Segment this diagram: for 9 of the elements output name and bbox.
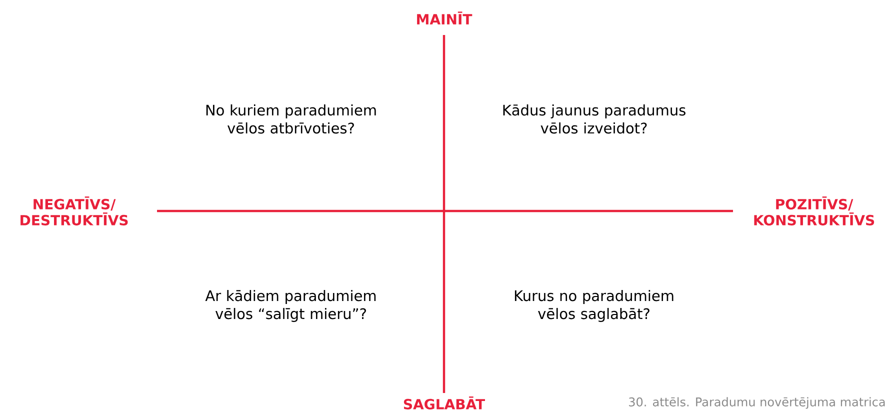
axis-label: NEGATĪVS/ DESTRUKTĪVS: [20, 196, 128, 226]
axis-label: MAINĪT: [417, 12, 472, 24]
quadrant-question: No kuriem paradumiem vēlos atbrīvoties?: [206, 104, 376, 134]
caption: 30. attēls. Paradumu novērtējuma matrica: [629, 397, 885, 409]
quadrant-question: Kādus jaunus paradumus vēlos izveidot?: [503, 104, 686, 134]
axis-label: SAGLABĀT: [404, 396, 485, 410]
quadrant-question: Ar kādiem paradumiem vēlos “salīgt mieru”?: [205, 290, 376, 322]
quadrant-question: Kurus no paradumiem vēlos saglabāt?: [514, 290, 674, 322]
axis-label: POZITĪVS/ KONSTRUKTĪVS: [754, 196, 874, 226]
